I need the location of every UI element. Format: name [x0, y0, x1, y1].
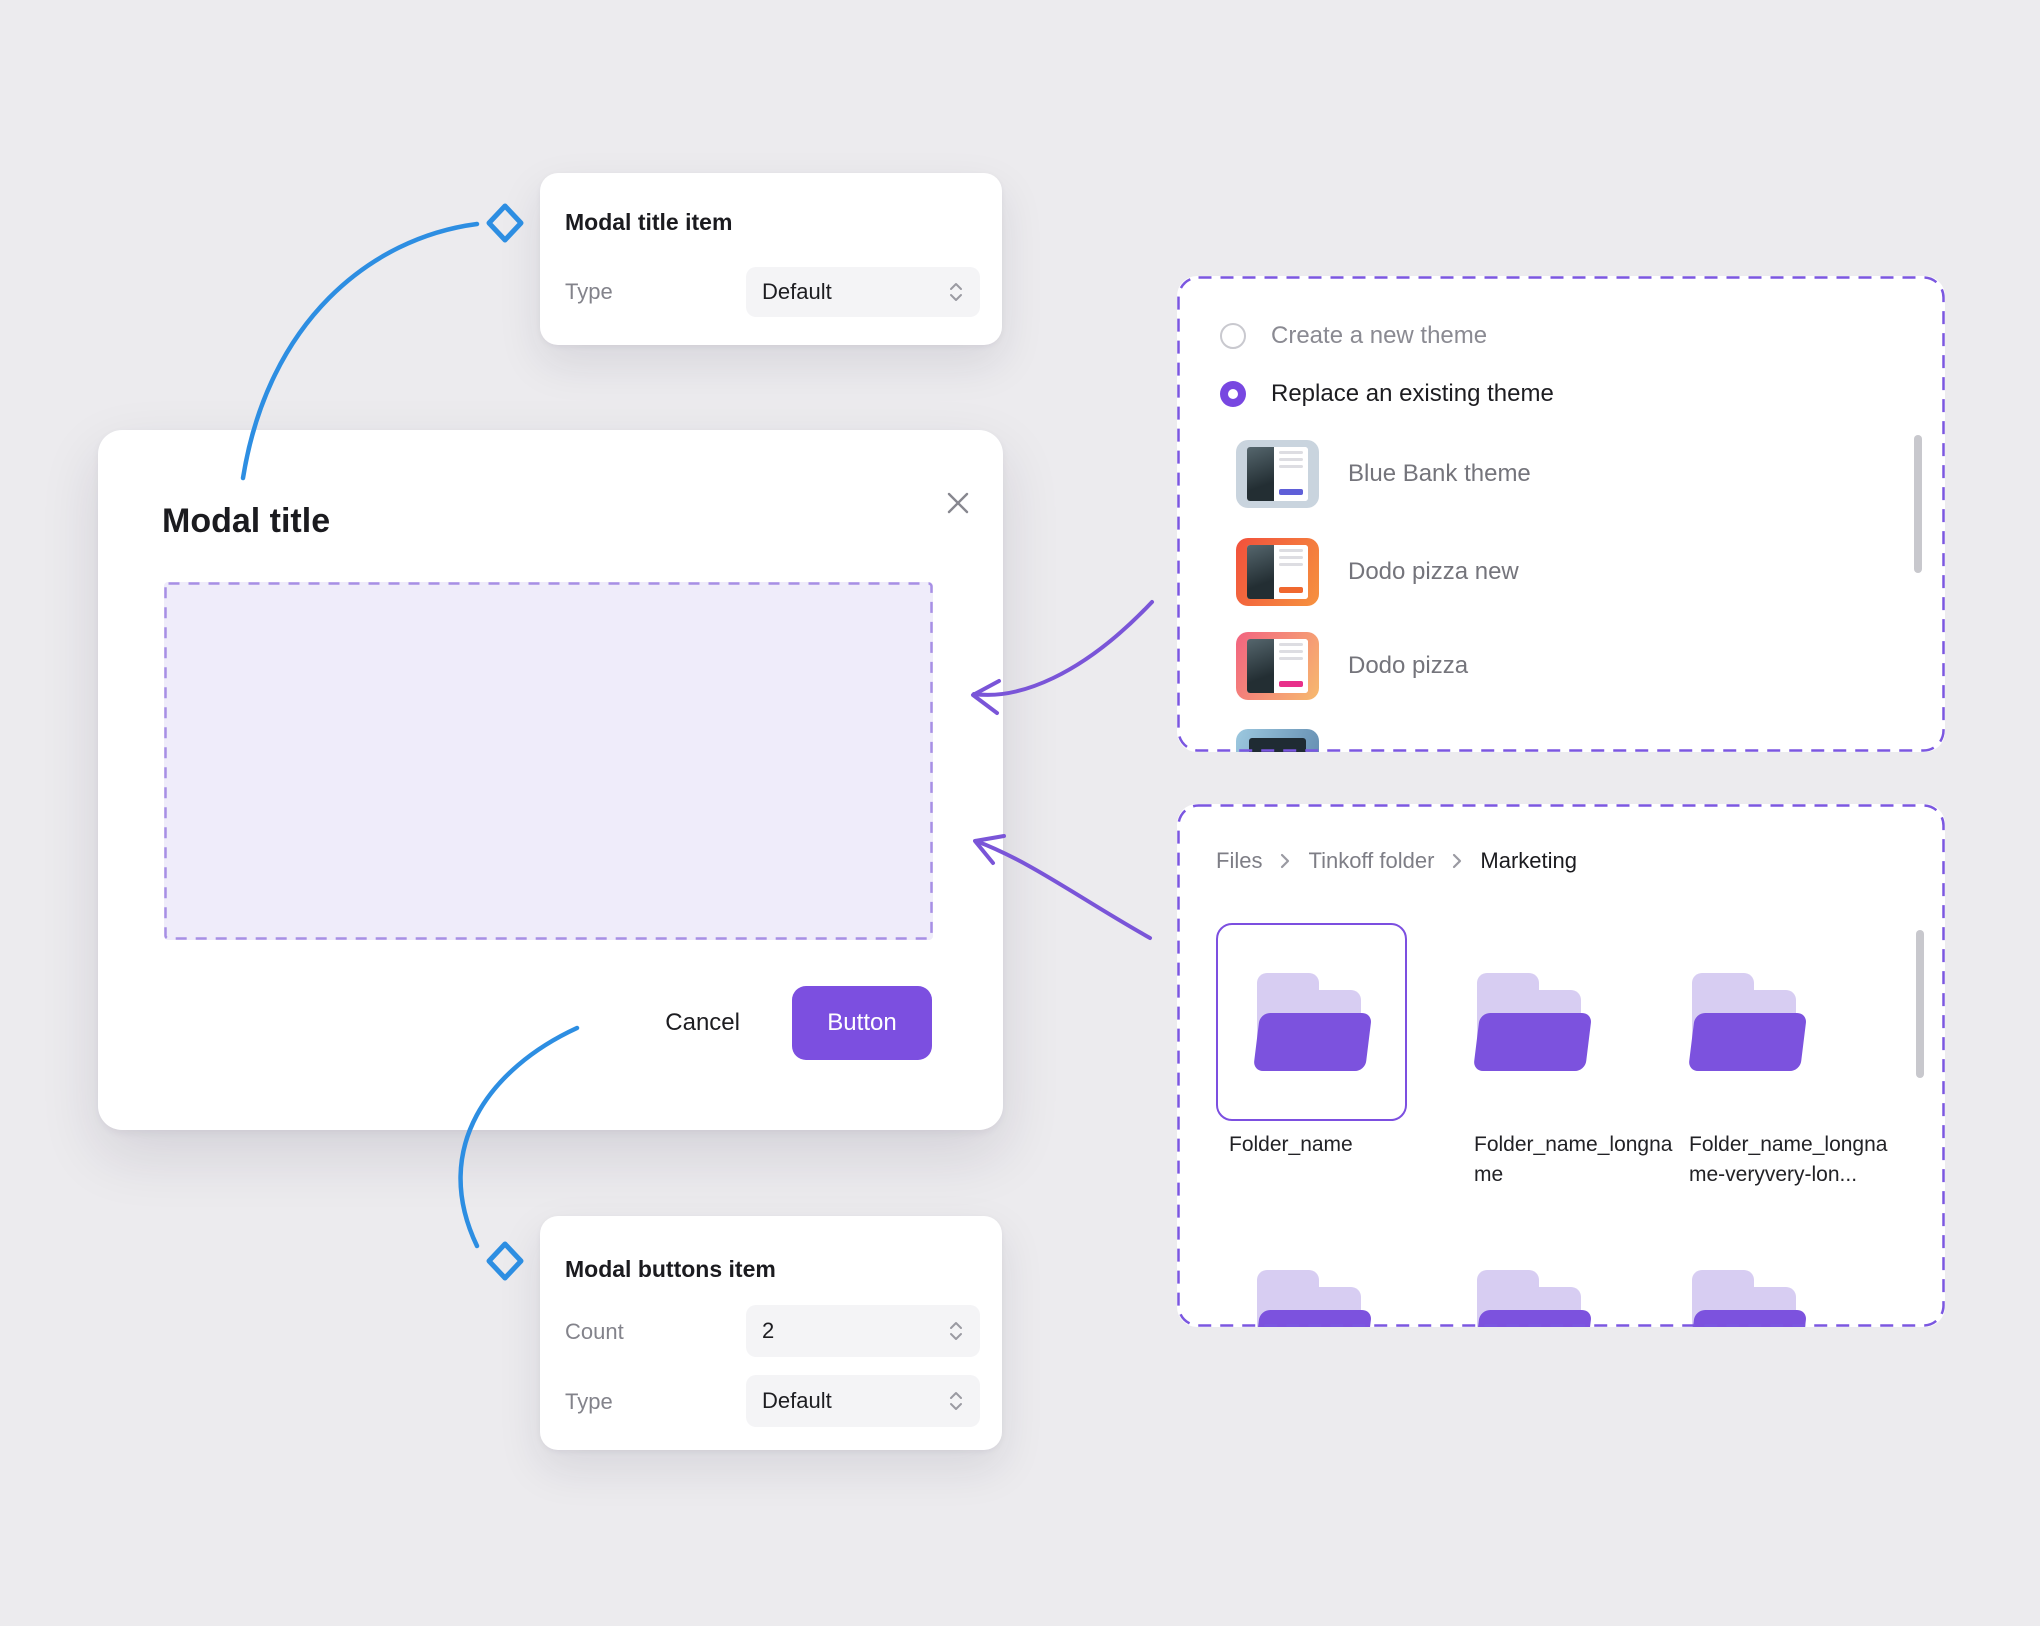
modal-title: Modal title	[162, 502, 331, 540]
theme-name: Dodo pizza new	[1348, 558, 1519, 585]
diamond-marker-buttons	[486, 1241, 524, 1281]
type-label: Type	[565, 1389, 613, 1414]
placeholder-dashed-border	[164, 582, 933, 940]
chevron-right-icon	[1281, 853, 1290, 869]
theme-thumbnail	[1236, 538, 1319, 606]
breadcrumb: Files Tinkoff folder Marketing	[1216, 848, 1577, 874]
close-icon	[947, 492, 969, 514]
scrollbar[interactable]	[1916, 930, 1924, 1078]
close-button[interactable]	[941, 486, 975, 520]
folder-icon[interactable]	[1251, 973, 1373, 1071]
modal-content-placeholder	[164, 582, 933, 940]
chevron-updown-icon	[950, 1392, 962, 1410]
type-select[interactable]: Default	[746, 267, 980, 317]
theme-thumbnail	[1236, 440, 1319, 508]
theme-name: Blue Bank theme	[1348, 460, 1531, 487]
chevron-updown-icon	[950, 1322, 962, 1340]
theme-thumbnail	[1236, 632, 1319, 700]
radio-label: Replace an existing theme	[1271, 380, 1554, 407]
modal-footer: Cancel Button	[665, 986, 932, 1060]
diamond-marker-title	[486, 203, 524, 243]
folder-icon[interactable]	[1251, 1270, 1373, 1327]
folder-name: Folder_name	[1229, 1133, 1353, 1156]
count-stepper-value: 2	[762, 1318, 775, 1343]
scrollbar[interactable]	[1914, 435, 1922, 573]
type-label: Type	[565, 279, 613, 304]
radio-off-icon	[1220, 323, 1246, 349]
type-select[interactable]: Default	[746, 1375, 980, 1427]
files-panel: Files Tinkoff folder Marketing Folder_na…	[1177, 804, 1945, 1327]
breadcrumb-item-tinkoff-folder[interactable]: Tinkoff folder	[1308, 848, 1435, 873]
theme-chooser-panel: Create a new theme Replace an existing t…	[1177, 276, 1945, 752]
folder-icon[interactable]	[1471, 973, 1593, 1071]
card-title: Modal buttons item	[565, 1256, 776, 1282]
radio-create-new-theme[interactable]: Create a new theme	[1220, 322, 1487, 350]
folder-icon[interactable]	[1686, 973, 1808, 1071]
folder-icon[interactable]	[1471, 1270, 1593, 1327]
theme-name: Dodo pizza	[1348, 652, 1469, 679]
card-title: Modal title item	[565, 209, 733, 235]
type-select-value: Default	[762, 279, 832, 304]
modal-buttons-item-card: Modal buttons item Count 2 Type Default	[540, 1216, 1002, 1450]
breadcrumb-item-files[interactable]: Files	[1216, 848, 1263, 873]
count-stepper[interactable]: 2	[746, 1305, 980, 1357]
theme-row-dodo-pizza-new[interactable]: Dodo pizza new	[1236, 538, 1519, 606]
theme-row-partial[interactable]	[1236, 729, 1319, 752]
theme-row-blue-bank[interactable]: Blue Bank theme	[1236, 440, 1531, 508]
cancel-button[interactable]: Cancel	[665, 1009, 740, 1036]
count-label: Count	[565, 1319, 624, 1344]
chevron-right-icon	[1453, 853, 1462, 869]
radio-on-icon	[1220, 381, 1246, 407]
modal-title-item-card: Modal title item Type Default	[540, 173, 1002, 345]
type-select-value: Default	[762, 1388, 832, 1413]
theme-row-dodo-pizza[interactable]: Dodo pizza	[1236, 632, 1468, 700]
modal: Modal title Cancel Button	[98, 430, 1003, 1130]
folder-name: Folder_name_longname	[1474, 1133, 1673, 1186]
breadcrumb-item-marketing: Marketing	[1480, 848, 1577, 873]
theme-thumbnail	[1236, 729, 1319, 752]
primary-button[interactable]: Button	[792, 986, 932, 1060]
folder-name: Folder_name_longname-veryvery-lon...	[1689, 1133, 1888, 1186]
radio-label: Create a new theme	[1271, 322, 1488, 349]
chevron-updown-icon	[950, 283, 962, 301]
radio-replace-existing-theme[interactable]: Replace an existing theme	[1220, 380, 1554, 408]
folder-icon[interactable]	[1686, 1270, 1808, 1327]
